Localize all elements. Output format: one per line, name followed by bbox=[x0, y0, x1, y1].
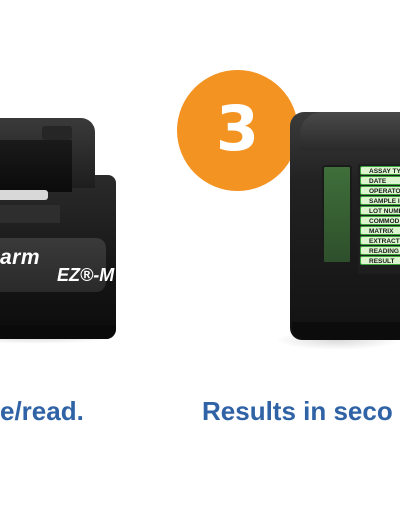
step-number: 3 bbox=[215, 91, 260, 165]
menu-item-commodity: COMMOD bbox=[360, 216, 400, 225]
menu-item-sample-id: SAMPLE I bbox=[360, 196, 400, 205]
left-device-lid bbox=[0, 140, 72, 192]
menu-item-result: RESULT bbox=[360, 256, 400, 265]
menu-item-operator: OPERATO bbox=[360, 186, 400, 195]
step-number-badge: 3 bbox=[177, 70, 298, 191]
menu-item-lot-number: LOT NUMB bbox=[360, 206, 400, 215]
right-device-base bbox=[292, 322, 400, 340]
caption-left: e/read. bbox=[0, 396, 84, 426]
right-device-screen bbox=[322, 165, 352, 264]
right-device-cap bbox=[300, 112, 400, 150]
left-device-slot-recess bbox=[0, 205, 60, 223]
brand-name: arm bbox=[0, 246, 41, 269]
menu-item-date: DATE bbox=[360, 176, 400, 185]
caption-right: Results in seco bbox=[202, 396, 393, 426]
left-device-brand-plate bbox=[0, 238, 106, 292]
results-menu-panel: ASSAY TY DATE OPERATO SAMPLE I LOT NUMB … bbox=[358, 164, 400, 274]
menu-item-extract: EXTRACT bbox=[360, 236, 400, 245]
model-name: EZ®-M bbox=[57, 265, 115, 285]
menu-item-assay-type: ASSAY TY bbox=[360, 166, 400, 175]
menu-item-reading: READING bbox=[360, 246, 400, 255]
left-device-slot bbox=[0, 190, 48, 200]
menu-item-matrix: MATRIX bbox=[360, 226, 400, 235]
left-device-base bbox=[0, 325, 116, 339]
left-device-hinge bbox=[42, 126, 72, 140]
